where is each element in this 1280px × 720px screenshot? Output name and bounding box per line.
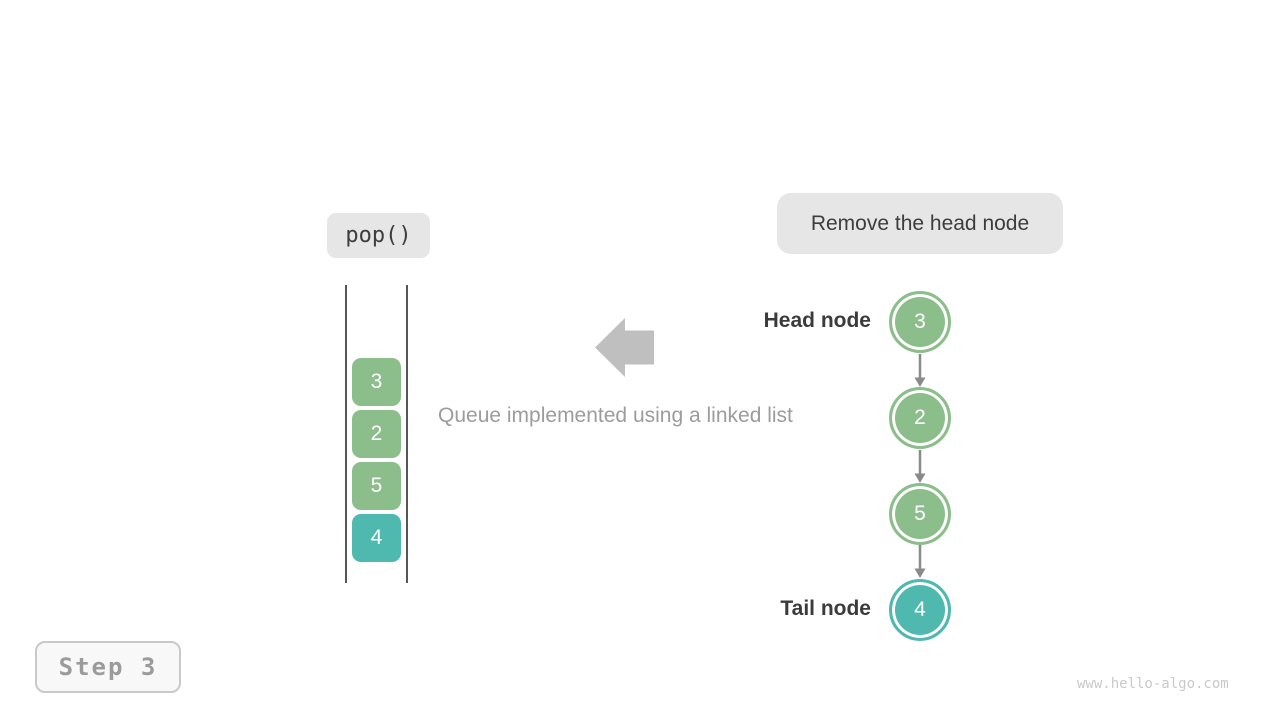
down-arrow-icon	[914, 545, 926, 578]
queue-rail-right	[406, 285, 408, 583]
list-node: 2	[889, 387, 951, 449]
queue-box: 2	[352, 410, 401, 458]
list-node: 5	[889, 483, 951, 545]
down-arrow-icon	[914, 450, 926, 483]
pop-operation-label: pop()	[327, 213, 430, 258]
left-arrow-icon	[595, 318, 654, 377]
list-node-head: 3	[889, 291, 951, 353]
head-node-label: Head node	[763, 309, 871, 332]
down-arrow-icon	[914, 354, 926, 387]
list-node-tail: 4	[889, 579, 951, 641]
queue-box: 3	[352, 358, 401, 406]
queue-box-tail: 4	[352, 514, 401, 562]
instruction-label: Remove the head node	[777, 193, 1063, 254]
watermark: www.hello-algo.com	[1077, 676, 1229, 692]
diagram-caption: Queue implemented using a linked list	[438, 404, 793, 427]
queue-rail-left	[345, 285, 347, 583]
queue-box: 5	[352, 462, 401, 510]
tail-node-label: Tail node	[780, 597, 871, 620]
step-badge: Step 3	[35, 641, 181, 693]
